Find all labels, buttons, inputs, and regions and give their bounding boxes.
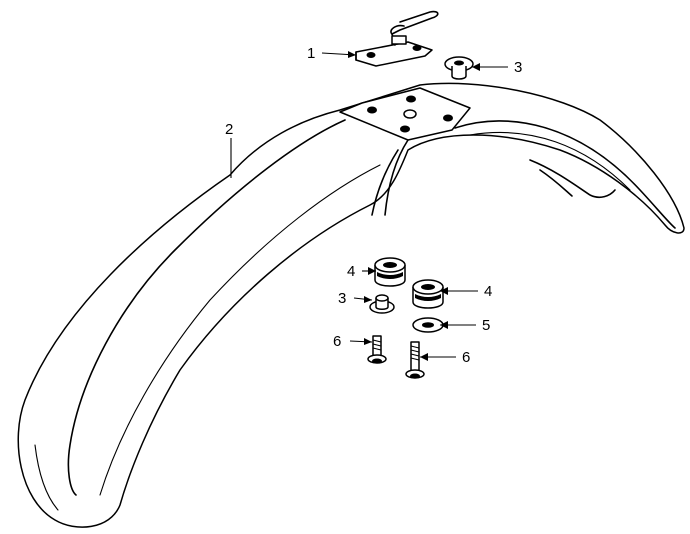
collar-top [444, 56, 474, 80]
mounting-hole [403, 109, 417, 119]
mounting-hole [400, 125, 410, 133]
washer [412, 317, 444, 333]
bolt-right [405, 341, 425, 379]
callout-collar-lower: 3 [338, 290, 346, 307]
leader-lines [230, 51, 508, 361]
cushion-left [374, 257, 406, 287]
callout-cushion-right: 4 [484, 283, 492, 300]
callout-cushion-left: 4 [347, 263, 355, 280]
mounting-hole [367, 106, 377, 114]
callout-bolt-left: 6 [333, 333, 341, 350]
mounting-hole [406, 95, 416, 103]
callout-washer: 5 [482, 317, 490, 334]
bolt-left [367, 335, 387, 364]
front-fender [17, 82, 685, 528]
callout-bolt-right: 6 [462, 349, 470, 366]
fender-stay [355, 10, 439, 67]
mounting-hole [443, 114, 453, 122]
cushion-right [412, 279, 444, 309]
collar-lower [369, 294, 395, 314]
callout-collar-top: 3 [514, 59, 522, 76]
callout-stay: 1 [307, 45, 315, 62]
callout-fender: 2 [225, 121, 233, 138]
fender-mounting-plate [339, 87, 471, 141]
callout-labels: 1 3 2 4 4 3 5 6 6 [225, 45, 522, 366]
